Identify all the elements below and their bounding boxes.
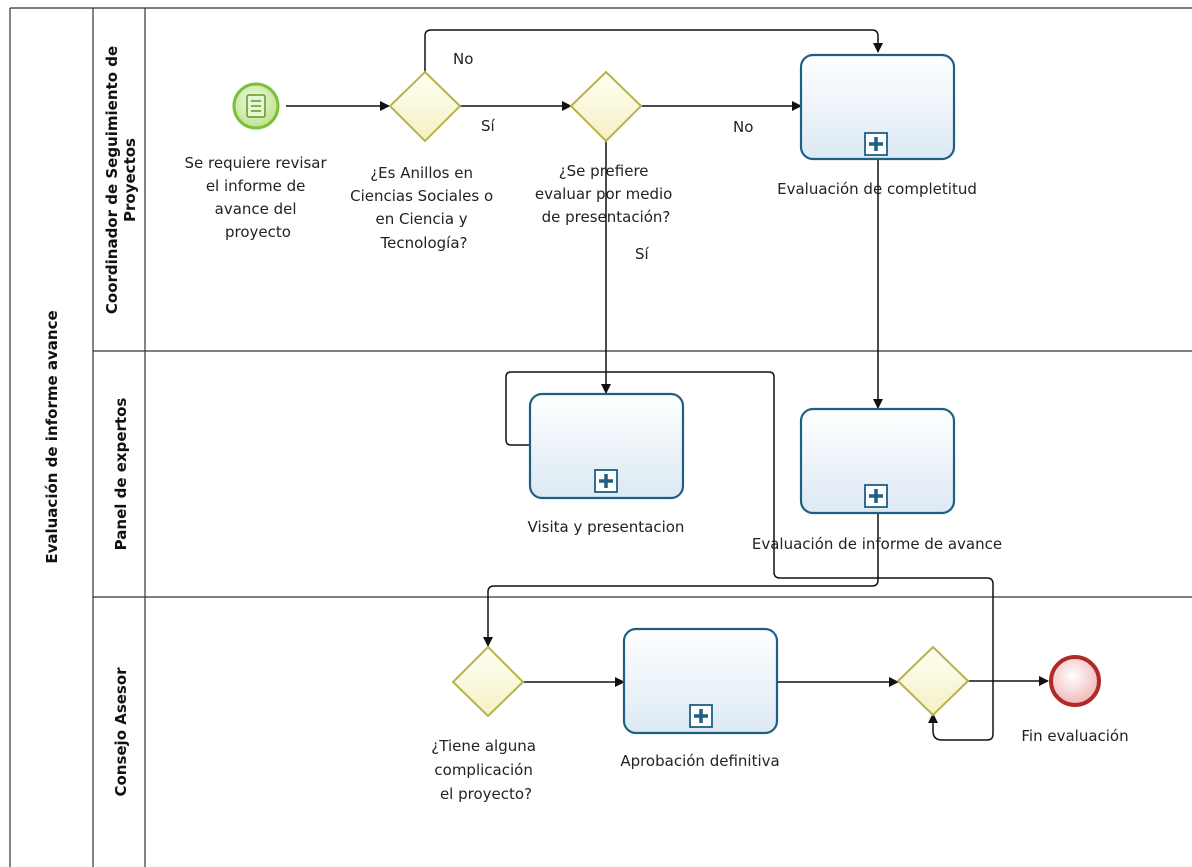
subprocess-evaluacion-completitud[interactable] bbox=[799, 53, 956, 161]
message-icon bbox=[246, 94, 266, 118]
flow-label-anillos-si: Sí bbox=[481, 117, 496, 135]
pool-title: Evaluación de informe avance bbox=[43, 310, 61, 563]
lane-title-coordinador: Coordinador de Seguimiento de Proyectos bbox=[103, 46, 139, 314]
subprocess-evaluacion-informe[interactable] bbox=[799, 407, 956, 515]
subprocess-evaluacion-completitud-label: Evaluación de completitud bbox=[777, 180, 977, 198]
gateway-anillos[interactable] bbox=[388, 70, 462, 143]
sequence-flows bbox=[286, 29, 1049, 741]
subprocess-visita-presentacion[interactable] bbox=[528, 392, 685, 500]
subprocess-aprobacion-definitiva-label: Aprobación definitiva bbox=[620, 752, 779, 770]
end-event[interactable] bbox=[1049, 655, 1101, 707]
subprocess-aprobacion-definitiva[interactable] bbox=[622, 627, 779, 735]
flow-label-anillos-no: No bbox=[453, 50, 473, 68]
lane-title-coordinador-line2: Proyectos bbox=[121, 138, 139, 222]
start-event[interactable] bbox=[232, 82, 280, 130]
lane-title-consejo: Consejo Asesor bbox=[112, 667, 130, 797]
flow-label-presentacion-si: Sí bbox=[635, 245, 650, 263]
start-event-label: Se requiere revisar el informe de avance… bbox=[185, 154, 332, 241]
gateway-merge[interactable] bbox=[896, 645, 970, 717]
flow-informe-to-gw-complicacion bbox=[483, 512, 879, 647]
gateway-complicacion[interactable] bbox=[451, 645, 525, 718]
lane-title-panel: Panel de expertos bbox=[112, 398, 130, 551]
expand-icon bbox=[594, 469, 618, 493]
lane-title-coordinador-line1: Coordinador de Seguimiento de bbox=[103, 46, 121, 314]
gateway-complicacion-label: ¿Tiene alguna complicación el proyecto? bbox=[431, 737, 540, 803]
gateway-presentacion-label: ¿Se prefiere evaluar por medio de presen… bbox=[535, 162, 677, 226]
gateway-anillos-label: ¿Es Anillos en Ciencias Sociales o en Ci… bbox=[350, 164, 498, 252]
subprocess-visita-presentacion-label: Visita y presentacion bbox=[528, 518, 685, 536]
flow-label-presentacion-no: No bbox=[733, 118, 753, 136]
flow-visita-to-merge bbox=[505, 371, 994, 741]
expand-icon bbox=[864, 484, 888, 508]
flow-anillos-no bbox=[424, 29, 883, 72]
pool-frame bbox=[9, 7, 1192, 867]
expand-icon bbox=[864, 132, 888, 156]
subprocess-evaluacion-informe-label: Evaluación de informe de avance bbox=[752, 535, 1002, 553]
gateway-presentacion[interactable] bbox=[569, 70, 643, 143]
expand-icon bbox=[689, 704, 713, 728]
end-event-label: Fin evaluación bbox=[1021, 727, 1128, 745]
